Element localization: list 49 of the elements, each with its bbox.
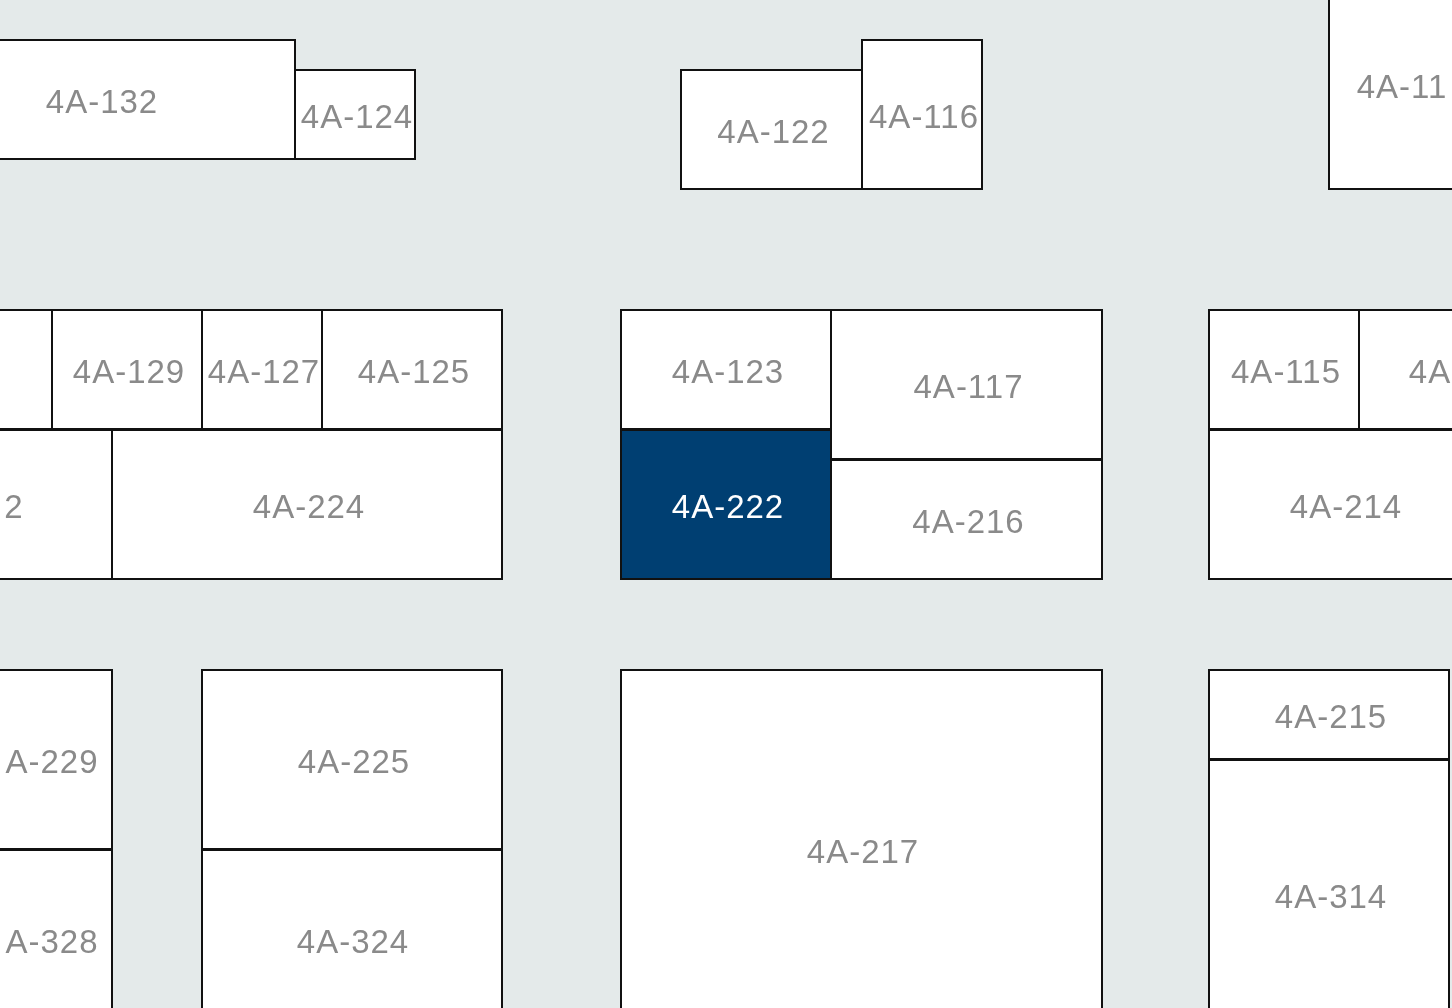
booth-number: 2 — [4, 488, 24, 526]
booth — [830, 309, 1103, 460]
booth-number: 4A-224 — [252, 487, 366, 526]
booth — [1358, 309, 1452, 430]
booth-number: 4A — [1408, 353, 1452, 391]
booth-number: 4A-225 — [297, 742, 411, 781]
booth — [321, 309, 503, 430]
booth-number: 4A-314 — [1274, 878, 1388, 916]
booth-number: 4A-125 — [357, 352, 471, 391]
booth — [0, 429, 113, 580]
booth-number: 4A-124 — [300, 97, 414, 136]
booth — [111, 429, 503, 580]
booth — [1208, 429, 1452, 580]
booth-number: 4A-214 — [1289, 488, 1403, 526]
booth — [1328, 0, 1452, 190]
booth-box — [0, 309, 53, 430]
booth-number: 4A-129 — [72, 352, 186, 391]
booth — [201, 309, 323, 430]
booth-number: 4A-11 — [1356, 68, 1448, 106]
booth — [294, 69, 416, 160]
booth-number: 4A-324 — [296, 923, 410, 961]
booth-number: 4A-222 — [671, 487, 785, 526]
booth — [830, 459, 1103, 580]
booth-number: 4A-116 — [869, 98, 979, 136]
booth — [201, 849, 503, 1008]
booth-number: 4A-123 — [671, 352, 785, 391]
booth-number: 4A-122 — [717, 112, 830, 151]
booth-number: 4A-115 — [1231, 352, 1341, 391]
booth-number: 4A-127 — [207, 352, 321, 391]
booth — [620, 669, 1103, 1008]
booth — [0, 849, 113, 1008]
booth — [620, 309, 832, 430]
booth-number: A-229 — [5, 743, 99, 781]
booth — [680, 69, 863, 190]
booth-number: A-328 — [5, 923, 99, 961]
booth — [201, 669, 503, 850]
booth-number: 4A-217 — [806, 833, 920, 871]
booth — [1208, 759, 1450, 1008]
booth — [0, 669, 113, 850]
booth-number: 4A-216 — [912, 502, 1025, 541]
booth — [1208, 669, 1450, 760]
booth — [51, 309, 203, 430]
highlighted-booth — [620, 429, 832, 580]
booth-number: 4A-132 — [45, 83, 159, 121]
booth — [1208, 309, 1360, 430]
booth-number: 4A-215 — [1274, 697, 1388, 736]
booth — [0, 39, 296, 160]
booth-number: 4A-117 — [913, 367, 1024, 406]
booth — [861, 39, 983, 190]
